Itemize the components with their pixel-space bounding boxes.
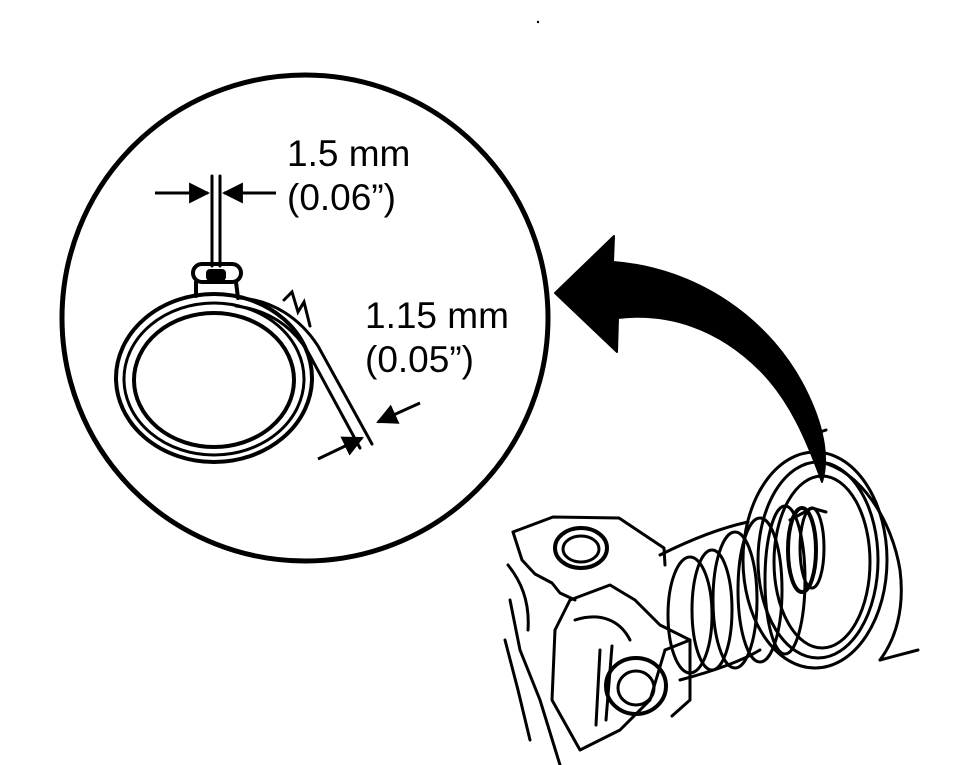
speck-mark [536, 20, 540, 24]
detail-circle [59, 72, 551, 564]
band-thickness-metric: 1.15 mm [365, 295, 509, 336]
callout-band-thickness: 1.15 mm (0.05”) [365, 295, 509, 380]
band-width-metric: 1.5 mm [287, 133, 410, 174]
clamp-detail-icon [114, 174, 374, 464]
curved-arrow-icon [554, 235, 827, 483]
boot-clamp-assembly-icon [503, 428, 920, 765]
dimension-lower [317, 401, 421, 461]
band-width-imperial: (0.06”) [287, 177, 396, 218]
band-thickness-imperial: (0.05”) [365, 339, 474, 380]
callout-band-width: 1.5 mm (0.06”) [287, 133, 410, 218]
